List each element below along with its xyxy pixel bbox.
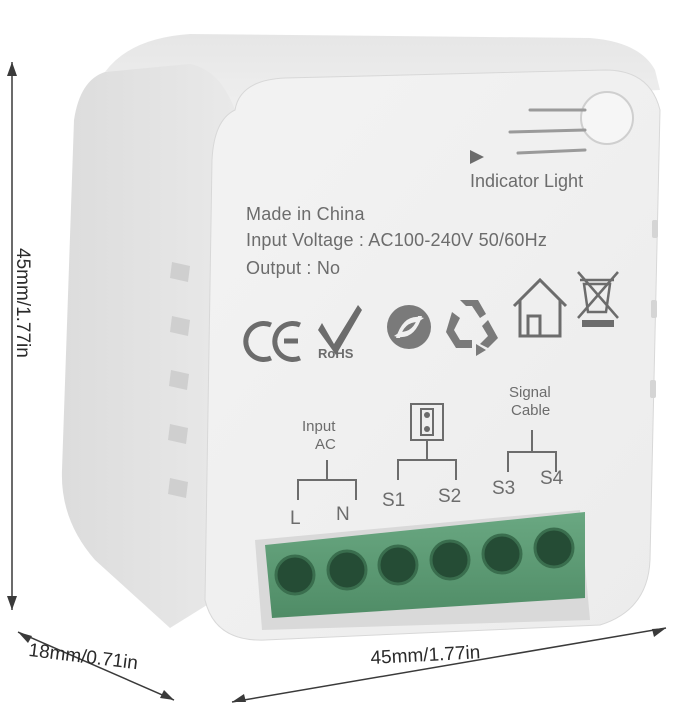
right-vents — [650, 220, 658, 398]
rohs-label: RoHS — [318, 346, 354, 361]
pin-label-s2: S2 — [438, 486, 462, 507]
device-side-face — [61, 58, 236, 628]
signal-label: Signal — [509, 384, 551, 401]
pin-label-l: L — [290, 508, 301, 529]
device-front-face — [204, 69, 661, 641]
output-label: Output : No — [246, 258, 341, 278]
pin-label-s1: S1 — [382, 490, 406, 511]
pin-label-n: N — [336, 504, 350, 525]
terminal-block — [255, 510, 590, 630]
house-icon — [512, 277, 568, 338]
pin-label-s4: S4 — [540, 468, 564, 489]
side-vents — [168, 262, 190, 498]
indicator-light-icon — [470, 91, 634, 164]
pin-label-s3: S3 — [492, 478, 516, 499]
made-in-label: Made in China — [246, 204, 365, 224]
ce-mark-icon — [243, 321, 301, 362]
green-dot-icon — [387, 305, 431, 349]
rohs-check-icon — [318, 305, 362, 355]
terminal-screw-holes — [274, 527, 575, 596]
cable-label: Cable — [511, 402, 551, 419]
wiring-switch-dots — [424, 412, 430, 432]
input-voltage-label: Input Voltage : AC100-240V 50/60Hz — [246, 230, 548, 250]
recycle-icon — [446, 300, 498, 356]
wiring-diagram — [297, 403, 557, 500]
input-label: Input — [302, 418, 336, 435]
dimension-lines — [7, 62, 667, 703]
height-dimension-label: 45mm/1.77in — [12, 248, 33, 358]
indicator-light-label: Indicator Light — [470, 171, 584, 191]
weee-bin-icon — [577, 271, 619, 327]
ac-label: AC — [315, 436, 336, 453]
